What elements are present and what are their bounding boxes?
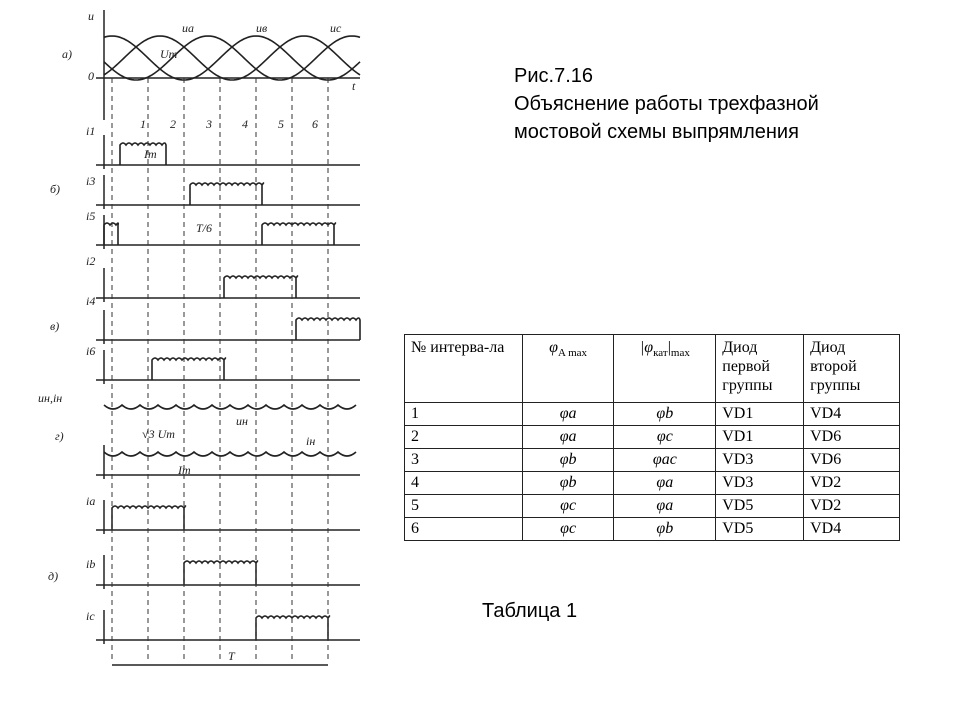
ua-label: uа — [182, 21, 194, 35]
sqrt3um-label: √3 Um — [142, 427, 175, 441]
ripple-un — [103, 403, 357, 410]
interval-2: 2 — [170, 117, 176, 131]
panel-label-v: в) — [50, 319, 59, 333]
caption-line-3: мостовой схемы выпрямления — [514, 121, 799, 143]
interval-5: 5 — [278, 117, 284, 131]
un-in-axis-label: uн,iн — [38, 391, 62, 405]
t6-label: T/6 — [196, 221, 212, 235]
figure-caption: Рис.7.16 Объяснение работы трехфазной мо… — [514, 62, 819, 146]
interval-table: № интерва-ла φA max |φкат|max Диод перво… — [404, 334, 900, 541]
header-phi-kat-max: |φкат|max — [613, 334, 717, 403]
table-row: 3 φb φac VD3 VD6 — [404, 448, 900, 472]
pulse-i5-start — [103, 222, 120, 245]
ic-label: ic — [86, 609, 95, 623]
header-diode-second: Диод второй группы — [803, 334, 900, 403]
table-row: 4 φb φa VD3 VD2 — [404, 471, 900, 495]
panel-label-d: д) — [48, 569, 58, 583]
i6-label: i6 — [86, 344, 95, 358]
ia-label: ia — [86, 494, 95, 508]
interval-6: 6 — [312, 117, 318, 131]
interval-4: 4 — [242, 117, 248, 131]
pulse-i4 — [295, 317, 361, 340]
table-row: 2 φa φc VD1 VD6 — [404, 425, 900, 449]
table-header-row: № интерва-ла φA max |φкат|max Диод перво… — [404, 334, 900, 403]
sine-phase-2 — [103, 35, 361, 81]
u-axis-label: u — [88, 9, 94, 23]
waveform-figure: а) б) в) г) д) u uа uв uс Um 0 t 1 2 3 4… — [38, 9, 361, 666]
in-label: iн — [306, 434, 315, 448]
pulse-i1 — [119, 142, 167, 165]
i4-label: i4 — [86, 294, 95, 308]
ripple-in — [103, 450, 357, 457]
panel-label-g: г) — [55, 429, 64, 443]
ub-label: uв — [256, 21, 267, 35]
table-row: 1 φa φb VD1 VD4 — [404, 402, 900, 426]
im-label-b: Im — [143, 147, 157, 161]
panel-label-a: а) — [62, 47, 72, 61]
uc-label: uс — [330, 21, 342, 35]
panel-label-b: б) — [50, 182, 60, 196]
T-label: T — [228, 649, 236, 663]
table-row: 5 φc φa VD5 VD2 — [404, 494, 900, 518]
header-diode-first: Диод первой группы — [715, 334, 805, 403]
caption-line-2: Объяснение работы трехфазной — [514, 93, 819, 115]
pulse-ic — [255, 615, 331, 640]
pulse-i5 — [261, 222, 337, 245]
pulse-i6 — [151, 357, 227, 380]
sine-phase-3 — [103, 35, 361, 81]
pulse-i3 — [189, 182, 265, 205]
caption-line-1: Рис.7.16 — [514, 65, 593, 87]
pulse-i2 — [223, 275, 299, 298]
header-interval: № интерва-ла — [404, 334, 523, 403]
pulse-ia — [111, 505, 187, 530]
t-a: t — [352, 79, 356, 93]
zero-a: 0 — [88, 69, 94, 83]
ib-label: ib — [86, 557, 95, 571]
i2-label: i2 — [86, 254, 95, 268]
table-label: Таблица 1 — [482, 600, 578, 622]
pulse-ib — [183, 560, 259, 585]
i5-label: i5 — [86, 209, 95, 223]
i1-label: i1 — [86, 124, 95, 138]
interval-3: 3 — [205, 117, 212, 131]
i3-label: i3 — [86, 174, 95, 188]
un-label: uн — [236, 414, 248, 428]
um-label: Um — [160, 47, 178, 61]
header-phi-a-max: φA max — [521, 334, 615, 403]
im-label-g: Im — [177, 463, 191, 477]
table-row: 6 φc φb VD5 VD4 — [404, 517, 900, 541]
interval-1: 1 — [140, 117, 146, 131]
